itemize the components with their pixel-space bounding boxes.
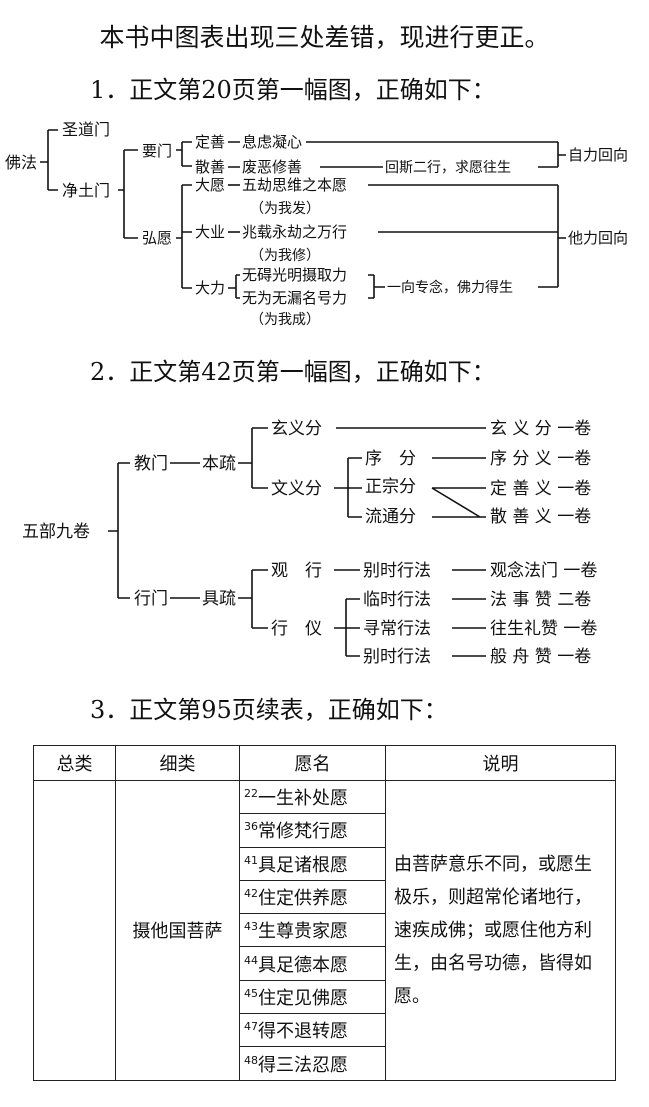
header-category: 总类 — [33, 745, 116, 781]
d2-xufen: 序 分 — [365, 449, 416, 469]
table-row: 45住定见佛愿 — [34, 979, 616, 1015]
section-3-title: 3．正文第95页续表，正确如下： — [90, 696, 448, 724]
explanation-cell: 由菩萨意乐不同，或愿生极乐，则超常伦诸地行，速疾成佛；或愿住他方利生，由名号功德… — [385, 780, 616, 1081]
d1-root: 佛法 — [5, 153, 37, 172]
d1-huisi: 回斯二行，求愿往生 — [385, 160, 511, 176]
d1-dali-desc2: 无为无漏名号力 — [242, 289, 347, 307]
table-row: 43生尊贵家愿 — [34, 913, 616, 948]
d2-bieshi1: 别时行法 — [363, 561, 431, 581]
d1-dali-note: （为我成） — [250, 312, 320, 328]
d2-jushu: 具疏 — [202, 589, 236, 609]
wish-name: 具足德本愿 — [258, 954, 348, 976]
table-row: 42住定供养愿 — [34, 879, 616, 915]
wish-number: 36 — [244, 820, 258, 834]
errata-table: 总类 细类 愿名 说明 摄他国菩萨 22一生补处愿 由菩萨意乐不同，或愿生极乐，… — [33, 745, 616, 1081]
wish-number: 43 — [244, 920, 258, 934]
diagram-1: 佛法 圣道门 净土门 要门 弘愿 定善 散善 息虑凝心 废恶修善 回斯二行，求愿… — [5, 120, 628, 328]
d2-liutong: 流通分 — [365, 507, 416, 527]
d1-dayuan-note: （为我发） — [250, 201, 320, 217]
header-wish-name: 愿名 — [239, 745, 386, 781]
wish-name: 常修梵行愿 — [258, 821, 348, 843]
table-header-row: 总类 细类 愿名 说明 — [33, 745, 616, 781]
wish-name: 得不退转愿 — [258, 1021, 348, 1043]
wish-number: 47 — [244, 1020, 258, 1034]
table-row: 44具足德本愿 — [34, 946, 616, 981]
wish-number: 22 — [244, 787, 258, 801]
wish-cell: 36常修梵行愿 — [239, 813, 386, 848]
wish-name: 住定见佛愿 — [258, 987, 348, 1009]
wish-name: 住定供养愿 — [258, 888, 348, 910]
d2-xunchang: 寻常行法 — [363, 619, 431, 639]
d1-yixiang: 一向专念，佛力得生 — [387, 279, 513, 296]
table-row: 36常修梵行愿 — [34, 813, 616, 848]
d1-tali: 他力回向 — [568, 229, 628, 247]
wish-number: 48 — [244, 1053, 258, 1067]
d1-zili: 自力回向 — [568, 146, 628, 164]
table-row: 摄他国菩萨 22一生补处愿 由菩萨意乐不同，或愿生极乐，则超常伦诸地行，速疾成佛… — [33, 779, 616, 1081]
wish-number: 41 — [244, 853, 258, 867]
wish-cell: 45住定见佛愿 — [239, 979, 386, 1015]
section-1-title: 1．正文第20页第一幅图，正确如下： — [90, 76, 496, 104]
d2-r4: 散 善 义 一卷 — [490, 507, 591, 527]
d2-bieshi2: 别时行法 — [363, 647, 431, 667]
d2-s4: 般 舟 赞 一卷 — [490, 647, 591, 667]
d2-jiaomen: 教门 — [134, 454, 168, 474]
d2-r3: 定 善 义 一卷 — [490, 479, 591, 499]
wish-name: 得三法忍愿 — [258, 1054, 348, 1076]
d1-daye-note: （为我修） — [250, 248, 320, 264]
d1-dingshan-desc: 息虑凝心 — [242, 133, 302, 151]
d1-branch-a: 圣道门 — [62, 120, 110, 139]
d2-s2: 法 事 赞 二卷 — [490, 590, 591, 610]
wish-name: 具足诸根愿 — [258, 854, 348, 876]
d1-sanshan: 散善 — [195, 158, 225, 176]
wish-name: 生尊贵家愿 — [258, 921, 348, 943]
table-row: 48得三法忍愿 — [34, 1046, 616, 1081]
d1-dingshan: 定善 — [195, 133, 225, 151]
d1-daye: 大业 — [195, 223, 225, 241]
subcategory-cell: 摄他国菩萨 — [115, 780, 240, 1081]
wish-cell: 47得不退转愿 — [239, 1013, 386, 1048]
d2-r1: 玄 义 分 一卷 — [490, 419, 591, 439]
d2-xingyi: 行 仪 — [271, 619, 322, 639]
d2-xingmen: 行门 — [134, 589, 168, 609]
section-2-title: 2．正文第42页第一幅图，正确如下： — [90, 358, 496, 386]
d2-guanxing: 观 行 — [271, 561, 322, 581]
d2-r2: 序 分 义 一卷 — [490, 449, 591, 469]
d1-sanshan-desc: 废恶修善 — [242, 158, 302, 176]
wish-number: 42 — [244, 887, 258, 901]
wish-cell: 41具足诸根愿 — [239, 846, 386, 881]
table-row: 41具足诸根愿 — [34, 846, 616, 881]
header-explanation: 说明 — [385, 745, 616, 781]
d1-dayuan-desc: 五劫思维之本愿 — [242, 176, 347, 194]
d2-wenyi: 文义分 — [271, 479, 322, 499]
header-subcategory: 细类 — [115, 745, 240, 781]
wish-name: 一生补处愿 — [258, 788, 348, 810]
d1-yaomen: 要门 — [142, 142, 172, 160]
d1-dali-desc1: 无碍光明摄取力 — [242, 266, 347, 284]
d1-hongyuan: 弘愿 — [142, 229, 172, 247]
d2-benshu: 本疏 — [202, 454, 236, 474]
d2-zhengzong: 正宗分 — [365, 477, 416, 497]
d1-branch-b: 净土门 — [62, 181, 110, 200]
d1-daye-desc: 兆载永劫之万行 — [242, 223, 347, 241]
d2-s3: 往生礼赞 一卷 — [490, 619, 597, 639]
wish-number: 44 — [244, 953, 258, 967]
d2-xuanyi: 玄义分 — [271, 419, 322, 439]
wish-cell: 43生尊贵家愿 — [239, 913, 386, 948]
d2-linshi: 临时行法 — [363, 590, 431, 610]
wish-number: 45 — [244, 986, 258, 1000]
d1-dayuan: 大愿 — [195, 176, 225, 194]
d1-dali: 大力 — [195, 279, 225, 297]
diagram-2: 五部九卷 教门 本疏 玄义分 文义分 序 分 正宗分 流通分 玄 义 分 一卷 … — [22, 419, 597, 667]
d2-s1: 观念法门 一卷 — [490, 560, 597, 581]
wish-cell: 42住定供养愿 — [239, 879, 386, 915]
errata-heading: 本书中图表出现三处差错，现进行更正。 — [99, 23, 550, 52]
d2-root: 五部九卷 — [22, 522, 90, 542]
category-cell — [33, 780, 116, 1081]
wish-cell: 48得三法忍愿 — [239, 1046, 386, 1081]
wish-cell: 22一生补处愿 — [239, 779, 386, 815]
wish-cell: 44具足德本愿 — [239, 946, 386, 981]
